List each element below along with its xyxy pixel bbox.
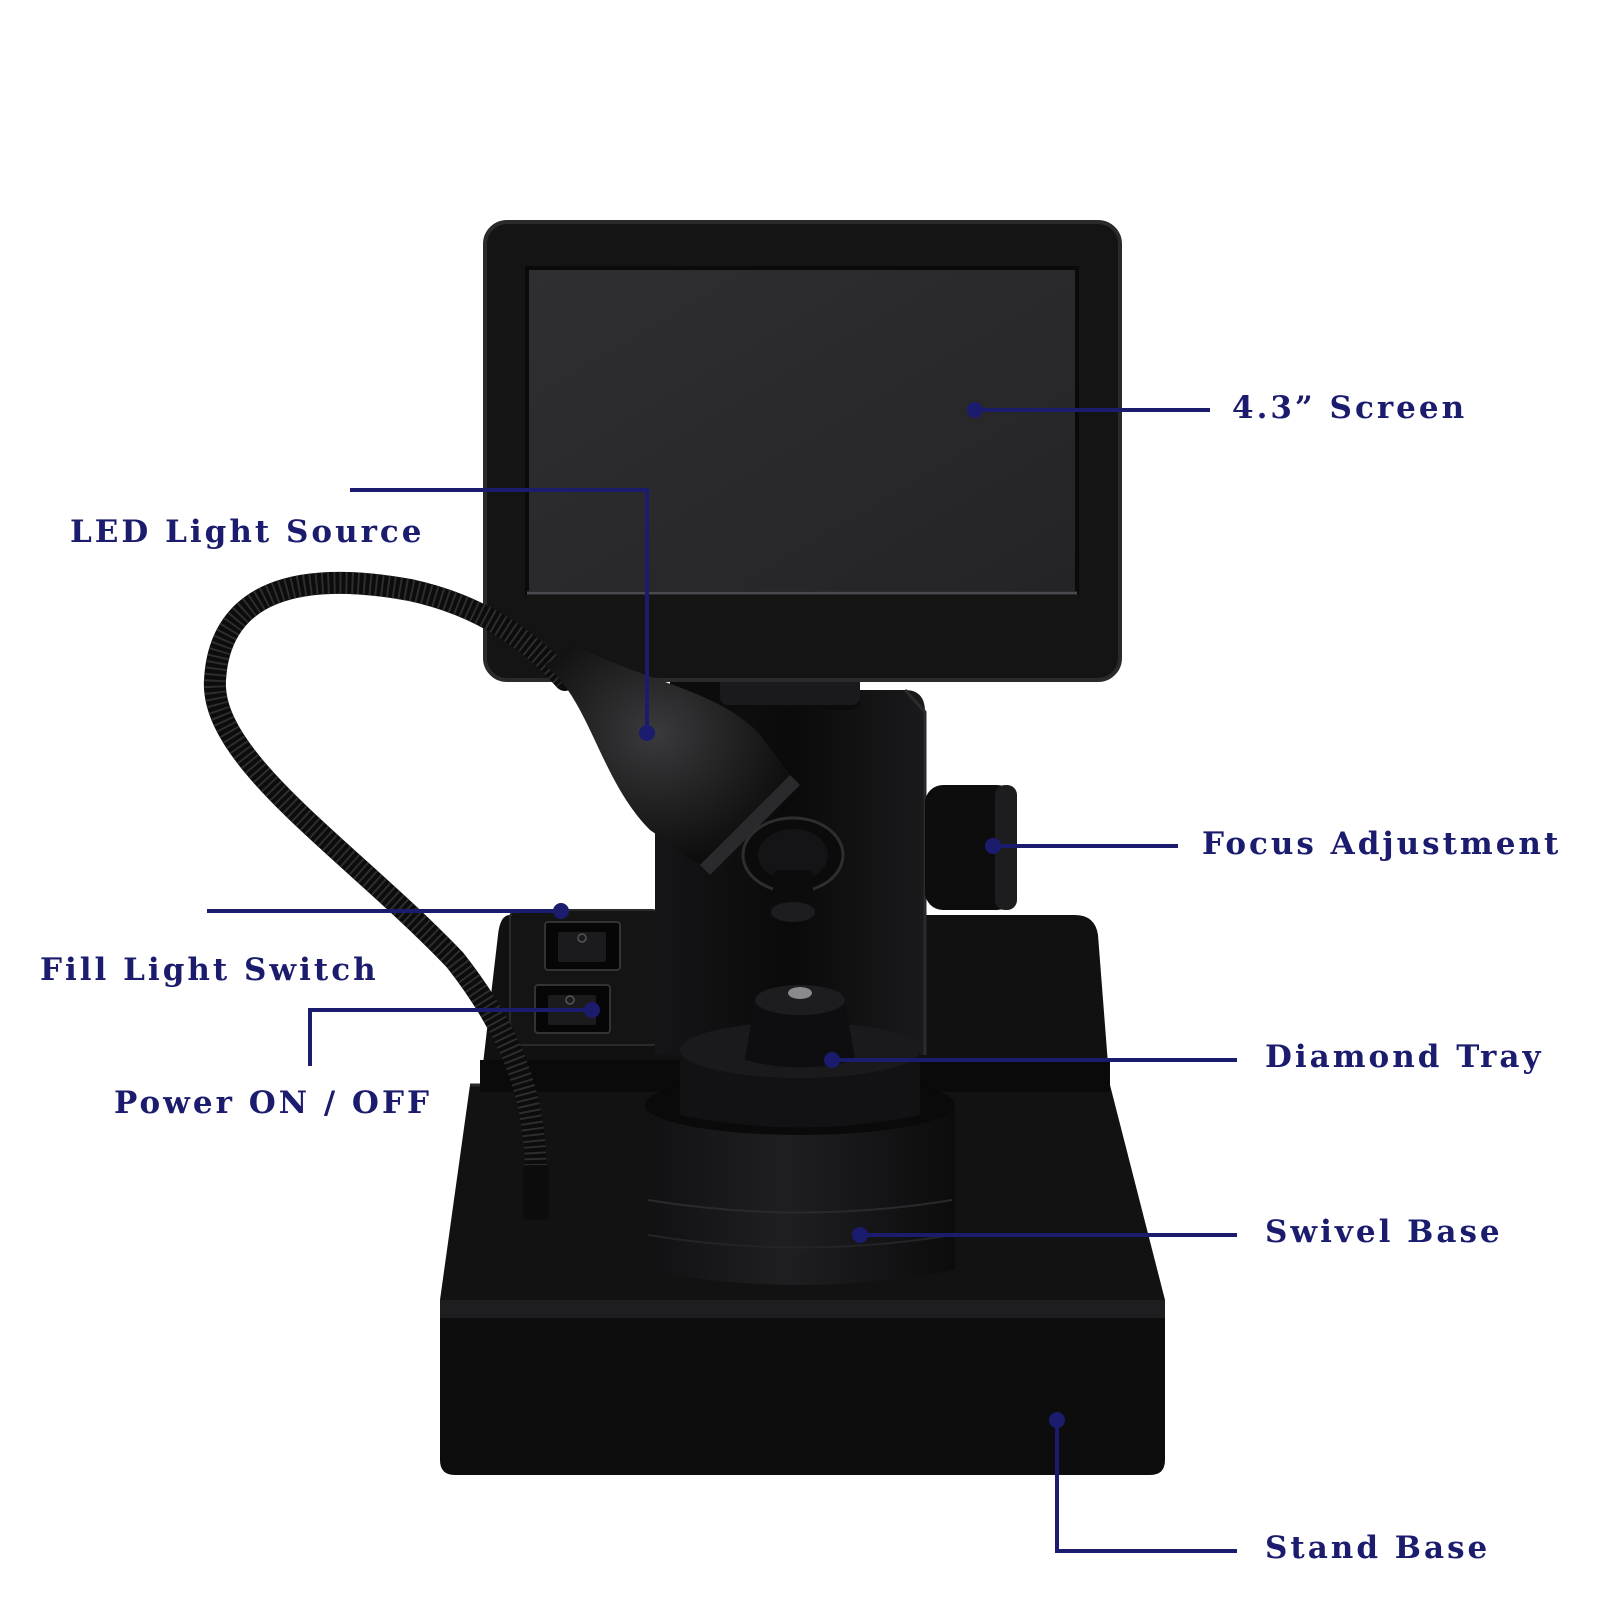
dot-focus <box>985 838 1001 854</box>
leader-lines <box>207 408 1237 1553</box>
dot-screen <box>967 402 983 418</box>
dot-fill-light <box>553 903 569 919</box>
leader-stand <box>1055 1420 1237 1553</box>
leader-led <box>350 488 649 733</box>
label-stand-base: Stand Base <box>1265 1530 1491 1566</box>
dot-led <box>639 725 655 741</box>
dot-power <box>584 1002 600 1018</box>
label-screen: 4.3” Screen <box>1232 390 1468 426</box>
label-led-light-source: LED Light Source <box>70 514 425 550</box>
switch-panel <box>509 909 661 1046</box>
screen-housing <box>483 220 1122 682</box>
dot-swivel <box>852 1227 868 1243</box>
label-fill-light-switch: Fill Light Switch <box>40 952 379 988</box>
label-diamond-tray: Diamond Tray <box>1265 1039 1544 1075</box>
leader-dots <box>553 402 1065 1428</box>
gooseneck-arm <box>203 571 576 1220</box>
label-power-on-off: Power ON / OFF <box>114 1085 432 1121</box>
label-focus-adjustment: Focus Adjustment <box>1202 826 1562 862</box>
dot-stand <box>1049 1412 1065 1428</box>
label-swivel-base: Swivel Base <box>1265 1214 1503 1250</box>
led-light-head <box>545 645 800 875</box>
diamond-tray <box>745 985 855 1068</box>
dot-diamond-tray <box>824 1052 840 1068</box>
lens-barrel <box>741 816 845 922</box>
leader-power <box>308 1008 592 1066</box>
